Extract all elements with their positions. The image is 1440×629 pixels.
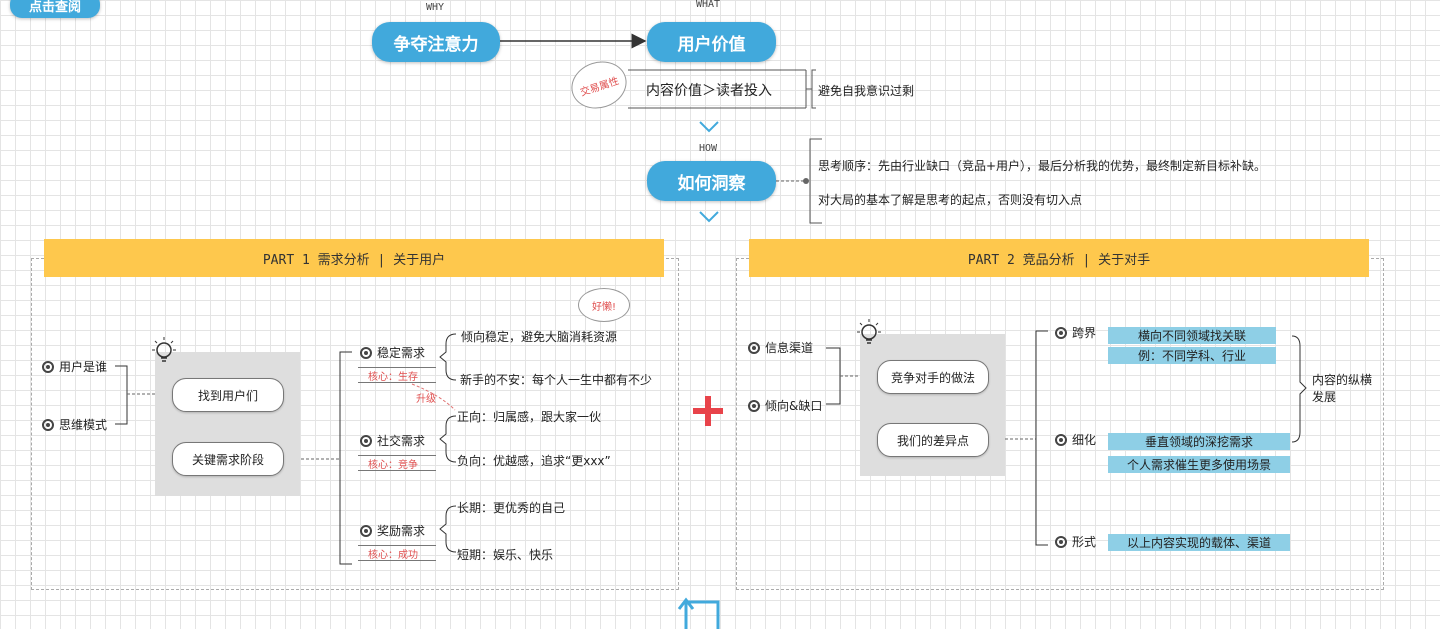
need-social-item: 负向：优越感，追求“更xxx”	[457, 454, 611, 468]
radio-dot-icon	[748, 399, 760, 412]
need-stable: 稳定需求	[360, 344, 425, 361]
core-compete: 核心：竞争	[358, 455, 436, 471]
branch-crossover: 跨界	[1055, 324, 1096, 341]
part2-title: PART 2 竞品分析 | 关于对手	[749, 239, 1369, 277]
crossover-item: 横向不同领域找关联	[1108, 327, 1276, 344]
need-stable-item: 新手的不安：每个人一生中都有不少	[460, 373, 653, 387]
bullet-gap: 倾向&缺口	[748, 397, 822, 414]
lightbulb-icon	[857, 319, 881, 344]
radio-dot-icon	[360, 524, 372, 537]
need-reward-item: 短期：娱乐、快乐	[457, 548, 554, 562]
crossover-item: 例：不同学科、行业	[1108, 347, 1276, 364]
plus-icon-vertical	[705, 396, 711, 426]
node-our-difference: 我们的差异点	[877, 423, 989, 457]
format-item: 以上内容实现的载体、渠道	[1108, 534, 1290, 551]
need-social-item: 正向：归属感，跟大家一伙	[457, 410, 602, 424]
how-note-context: 对大局的基本了解是思考的起点，否则没有切入点	[818, 193, 1083, 207]
radio-dot-icon	[1055, 326, 1067, 339]
bullet-info-channel: 信息渠道	[748, 339, 813, 356]
node-find-users: 找到用户们	[172, 378, 284, 412]
side-note: 内容的纵横发展	[1312, 373, 1373, 404]
part1-title: PART 1 需求分析 | 关于用户	[44, 239, 664, 277]
bullet-who: 用户是谁	[42, 358, 107, 375]
lightbulb-icon	[152, 337, 176, 362]
need-social: 社交需求	[360, 432, 425, 449]
why-node: 争夺注意力	[372, 22, 500, 62]
how-note-order: 思考顺序：先由行业缺口（竞品+用户），最后分析我的优势，最终制定新目标补缺。	[818, 159, 1267, 173]
speech-bubble: 好懒!	[578, 288, 630, 322]
branch-refine: 细化	[1055, 431, 1096, 448]
why-tag: WHY	[426, 2, 445, 13]
refine-item: 垂直领域的深挖需求	[1108, 433, 1290, 450]
radio-dot-icon	[1055, 433, 1067, 446]
what-tag: WHAT	[696, 0, 721, 10]
core-survival: 核心：生存	[358, 367, 436, 383]
radio-dot-icon	[360, 434, 372, 447]
upgrade-label: 升级	[416, 394, 436, 405]
core-success: 核心：成功	[358, 545, 436, 561]
value-formula: 内容价值＞读者投入	[646, 83, 772, 99]
radio-dot-icon	[1055, 535, 1067, 548]
refine-item: 个人需求催生更多使用场景	[1108, 456, 1290, 473]
need-reward-item: 长期：更优秀的自己	[457, 501, 566, 515]
node-competitor-approach: 竞争对手的做法	[877, 360, 989, 394]
radio-dot-icon	[42, 360, 54, 373]
what-note: 避免自我意识过剩	[818, 84, 915, 98]
need-stable-item: 倾向稳定，避免大脑消耗资源	[461, 330, 618, 344]
view-button[interactable]: 点击查阅	[10, 0, 100, 18]
what-node: 用户价值	[647, 22, 776, 62]
how-tag: HOW	[699, 143, 718, 154]
branch-format: 形式	[1055, 533, 1096, 550]
node-key-stage: 关键需求阶段	[172, 442, 284, 476]
need-reward: 奖励需求	[360, 522, 425, 539]
bullet-mindset: 思维模式	[42, 416, 107, 433]
radio-dot-icon	[360, 346, 372, 359]
radio-dot-icon	[748, 341, 760, 354]
radio-dot-icon	[42, 418, 54, 431]
how-node: 如何洞察	[647, 161, 776, 201]
